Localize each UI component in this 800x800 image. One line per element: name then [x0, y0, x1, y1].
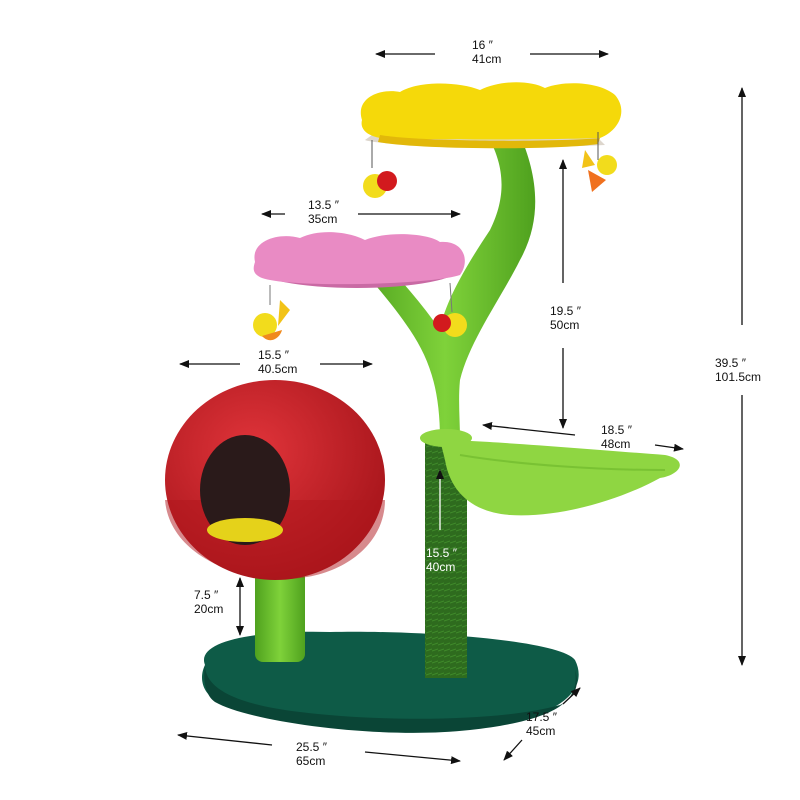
label-base-length: 25.5 ″ 65cm: [296, 740, 327, 768]
pod-house: [165, 380, 385, 580]
arrow-hammock-right: [654, 443, 684, 452]
arrow-depth-down: [503, 739, 523, 761]
dimension-arrows: [177, 50, 746, 765]
leaf-hammock: [440, 440, 680, 516]
top-platform: [360, 82, 622, 168]
house-post: [255, 570, 305, 662]
label-base-depth: 17.5 ″ 45cm: [526, 710, 557, 738]
house-bed: [207, 518, 283, 542]
label-hammock-width: 18.5 ″ 48cm: [601, 423, 632, 451]
label-top-to-hammock-height: 19.5 ″ 50cm: [550, 304, 581, 332]
house-entrance: [200, 435, 290, 545]
middle-platform: [253, 232, 465, 313]
arrow-base-left: [177, 731, 273, 746]
main-stem: [355, 135, 536, 440]
hanging-ladybug-toy-right: [433, 313, 467, 337]
label-middle-platform-width: 13.5 ″ 35cm: [308, 198, 339, 226]
label-top-platform-width: 16 ″ 41cm: [472, 38, 502, 66]
label-house-post-height: 7.5 ″ 20cm: [194, 588, 224, 616]
arrow-hammock-left: [482, 421, 576, 436]
label-total-height: 39.5 ″ 101.5cm: [715, 356, 762, 384]
hanging-bee-toy-top-right: [582, 150, 617, 192]
arrow-depth-up: [562, 687, 581, 705]
hanging-bee-toy-left: [253, 300, 290, 341]
label-house-width: 15.5 ″ 40.5cm: [258, 348, 298, 376]
hanging-ladybug-toy-top-left: [363, 171, 397, 198]
arrow-base-right: [364, 751, 461, 765]
label-scratching-post-height: 15.5 ″ 40cm: [426, 546, 457, 574]
